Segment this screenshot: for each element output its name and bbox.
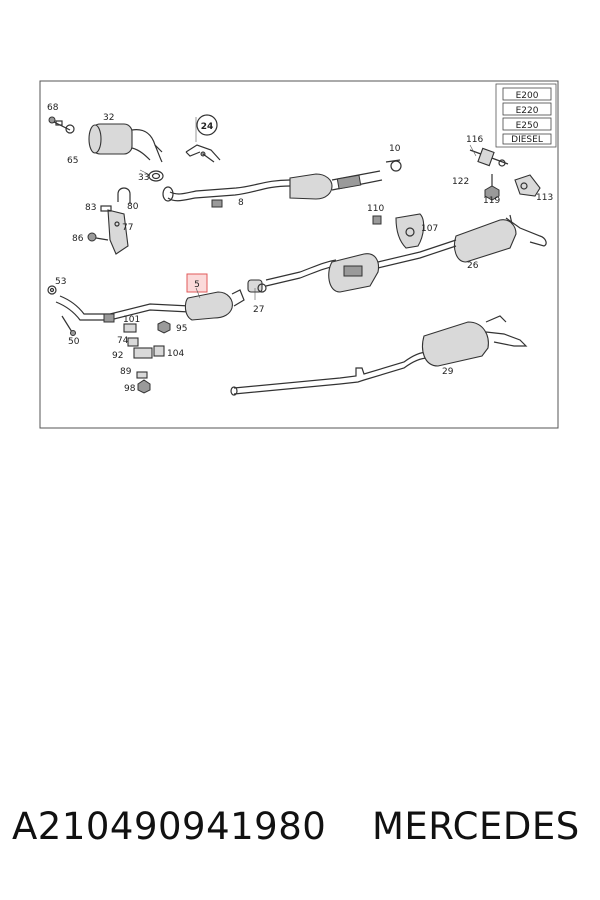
callout-104: 104 — [167, 349, 184, 359]
callout-98: 98 — [124, 384, 136, 394]
part-26-rear-muffler — [453, 214, 547, 263]
callout-89: 89 — [120, 367, 132, 377]
part-33-gasket — [148, 170, 164, 182]
callout-92: 92 — [112, 351, 123, 361]
part-27-clamp — [247, 279, 267, 293]
part-8-front-pipe — [162, 170, 383, 208]
callout-122: 122 — [452, 177, 469, 187]
callout-77: 77 — [122, 223, 133, 233]
callout-8: 8 — [238, 198, 244, 208]
part-32-catalyst — [88, 123, 163, 163]
callout-68: 68 — [47, 103, 59, 113]
part-68-bolt — [48, 116, 75, 134]
callout-74: 74 — [117, 336, 129, 346]
callout-5: 5 — [194, 280, 200, 290]
part-29-rear-silencer-pipe — [230, 315, 528, 396]
variant-label-2: E220 — [516, 106, 539, 116]
callout-83: 83 — [85, 203, 96, 213]
callout-33: 33 — [138, 173, 149, 183]
leader-lines — [139, 144, 477, 300]
callout-labels: 68 32 65 24 33 8 10 116 122 119 113 83 8… — [47, 103, 553, 394]
part-24-bracket — [185, 114, 221, 163]
part-83-bolt — [100, 205, 112, 212]
part-50-bolt — [61, 315, 76, 336]
part-119-nut — [484, 174, 500, 201]
part-80-u-bolt — [117, 187, 131, 204]
callout-116: 116 — [466, 135, 483, 145]
variant-label-3: E250 — [516, 121, 539, 131]
part-number: A210490941980 — [12, 805, 327, 848]
callout-27: 27 — [253, 305, 264, 315]
callout-26: 26 — [467, 261, 479, 271]
callout-10: 10 — [389, 144, 401, 154]
part-86-bolt — [87, 232, 109, 242]
part-77-bracket — [107, 209, 129, 255]
part-10-clamp — [385, 159, 402, 172]
variant-legend: E200 E220 E250 DIESEL — [495, 83, 557, 148]
brand-name: MERCEDES — [372, 805, 580, 848]
callout-24: 24 — [201, 122, 214, 132]
callout-110: 110 — [367, 204, 384, 214]
callout-65: 65 — [67, 156, 78, 166]
variant-label-1: E200 — [516, 91, 539, 101]
part-107-bracket — [395, 213, 425, 249]
callout-95: 95 — [176, 324, 187, 334]
callout-29: 29 — [442, 367, 454, 377]
callout-50: 50 — [68, 337, 80, 347]
part-113-hanger — [514, 174, 541, 197]
part-53-gasket — [47, 285, 57, 295]
callout-107: 107 — [421, 224, 438, 234]
callout-101: 101 — [123, 315, 140, 325]
variant-label-4: DIESEL — [511, 135, 543, 145]
part-middle-pipe — [265, 239, 457, 293]
callout-80: 80 — [127, 202, 139, 212]
callout-119: 119 — [483, 196, 500, 206]
callout-86: 86 — [72, 234, 84, 244]
caption: A210490941980 MERCEDES — [0, 805, 600, 865]
bracket-cluster — [123, 320, 171, 394]
callout-32: 32 — [103, 113, 114, 123]
part-110-bolt — [372, 215, 382, 225]
callout-53: 53 — [55, 277, 66, 287]
part-5-catalytic-converter — [55, 289, 245, 323]
highlight-box — [186, 273, 208, 293]
exhaust-parts-diagram: E200 E220 E250 DIESEL — [39, 80, 559, 429]
part-116-rubber-mount — [469, 147, 509, 167]
callout-113: 113 — [536, 193, 553, 203]
